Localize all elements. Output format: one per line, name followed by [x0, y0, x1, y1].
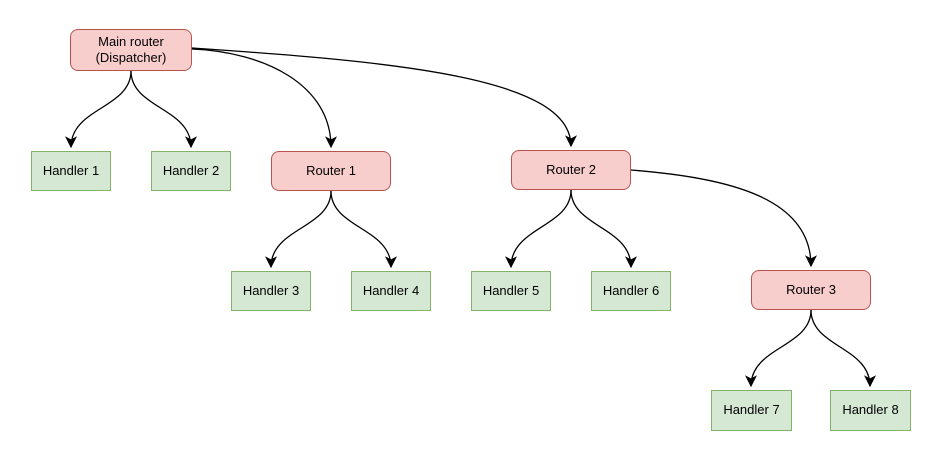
node-handler-5: Handler 5: [471, 271, 551, 311]
node-handler-1-label: Handler 1: [42, 162, 100, 178]
node-router-2-label: Router 2: [546, 161, 596, 177]
node-router-2: Router 2: [511, 150, 631, 190]
edge-router2-to-router3: [630, 169, 817, 268]
node-main-router-label: Main router (Dispatcher): [95, 33, 167, 65]
node-router-3-label: Router 3: [786, 281, 836, 297]
node-handler-8: Handler 8: [830, 390, 911, 431]
node-handler-6: Handler 6: [591, 271, 671, 311]
node-handler-2-label: Handler 2: [162, 162, 220, 178]
edge-router1-to-handler3: [265, 190, 332, 269]
node-handler-3: Handler 3: [231, 271, 311, 311]
edge-main-to-handler1: [65, 70, 132, 149]
node-router-1: Router 1: [271, 151, 391, 191]
node-router-3: Router 3: [751, 270, 871, 310]
edge-main-to-router1: [191, 48, 337, 149]
node-handler-7-label: Handler 7: [723, 402, 780, 418]
node-router-1-label: Router 1: [306, 162, 356, 178]
node-handler-5-label: Handler 5: [482, 282, 540, 298]
edge-router3-to-handler8: [810, 309, 876, 388]
edge-router3-to-handler7: [745, 309, 812, 388]
node-handler-4: Handler 4: [351, 271, 431, 311]
node-handler-7: Handler 7: [711, 390, 792, 431]
edge-router2-to-handler5: [505, 189, 572, 269]
edge-main-to-handler2: [130, 70, 197, 149]
node-handler-4-label: Handler 4: [362, 282, 420, 298]
node-main-router: Main router (Dispatcher): [70, 29, 192, 71]
node-handler-3-label: Handler 3: [242, 282, 300, 298]
node-handler-6-label: Handler 6: [602, 282, 660, 298]
edge-main-to-router2: [191, 47, 577, 148]
node-handler-2: Handler 2: [151, 151, 231, 191]
node-handler-1: Handler 1: [31, 151, 111, 191]
edge-router1-to-handler4: [330, 190, 397, 269]
edge-router2-to-handler6: [570, 189, 637, 269]
node-handler-8-label: Handler 8: [842, 402, 899, 418]
